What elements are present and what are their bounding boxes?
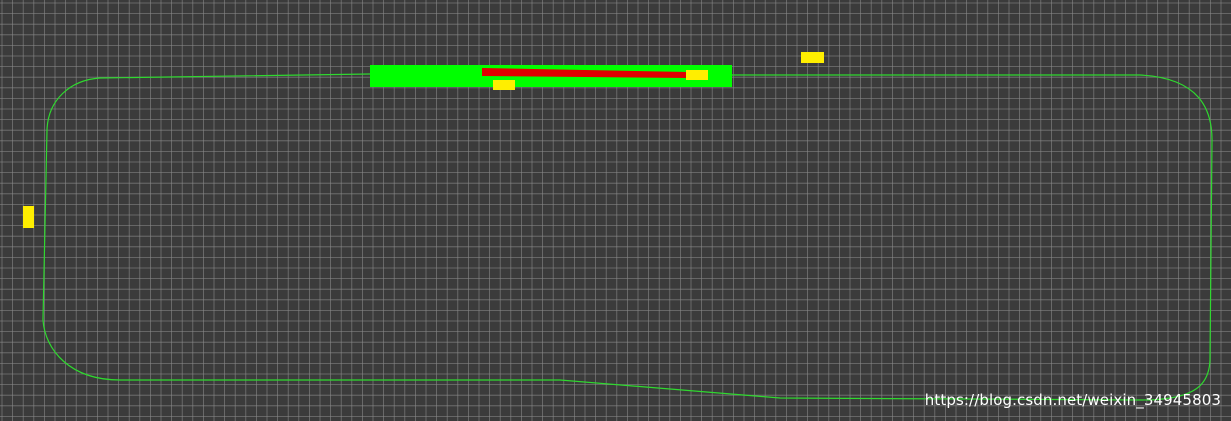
obstacle-marker <box>23 206 34 228</box>
obstacle-marker <box>801 52 824 63</box>
watermark-url: https://blog.csdn.net/weixin_34945803 <box>924 391 1221 409</box>
reference-path-line <box>42 73 1213 401</box>
ego-vehicle-marker <box>686 70 708 80</box>
planned-trajectory <box>482 68 688 78</box>
obstacle-marker <box>493 80 515 90</box>
